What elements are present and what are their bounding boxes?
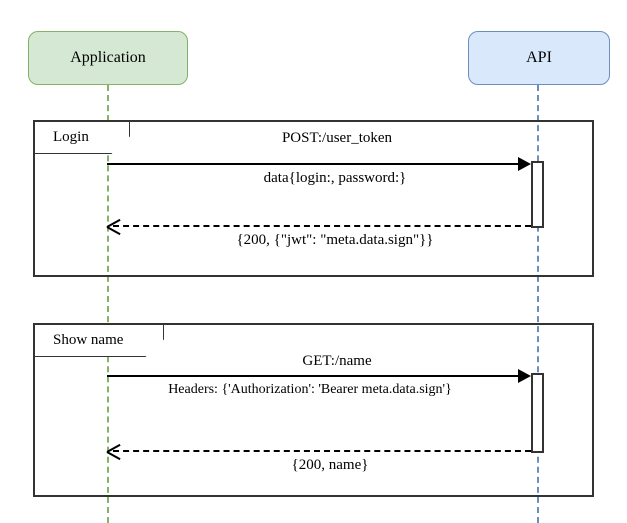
message-show-name-return-label-below: {200, name}: [291, 457, 369, 473]
message-show-name-return-line: [113, 450, 531, 452]
message-get-name-arrowhead-icon: [518, 369, 531, 383]
message-post-user-token-line: [107, 163, 526, 165]
message-get-name-label-above: GET:/name: [302, 353, 372, 369]
lifeline-application: [107, 85, 109, 523]
message-login-return-arrowhead-icon: [107, 218, 120, 233]
message-post-user-token-label-above: POST:/user_token: [281, 130, 393, 146]
activation-bar-api-show-name: [531, 373, 544, 453]
message-show-name-return-arrowhead-icon: [107, 443, 120, 458]
lifeline-api: [537, 85, 539, 523]
participant-application[interactable]: Application: [28, 31, 188, 85]
message-get-name-line: [107, 375, 526, 377]
participant-api-label: API: [526, 49, 552, 66]
message-get-name-label-below: Headers: {'Authorization': 'Bearer meta.…: [168, 382, 452, 397]
activation-bar-api-login: [531, 161, 544, 228]
participant-application-label: Application: [70, 49, 146, 66]
message-login-return-line: [113, 225, 531, 227]
fragment-login-label: Login: [53, 129, 89, 145]
message-post-user-token-label-below: data{login:, password:}: [263, 170, 407, 186]
fragment-show-name-label: Show name: [53, 332, 124, 348]
fragment-login-label-box: Login: [35, 122, 129, 153]
message-post-user-token-arrowhead-icon: [518, 157, 531, 171]
message-login-return-label-below: {200, {"jwt": "meta.data.sign"}}: [236, 232, 434, 248]
participant-api[interactable]: API: [468, 31, 610, 85]
fragment-show-name-label-box: Show name: [35, 325, 163, 356]
